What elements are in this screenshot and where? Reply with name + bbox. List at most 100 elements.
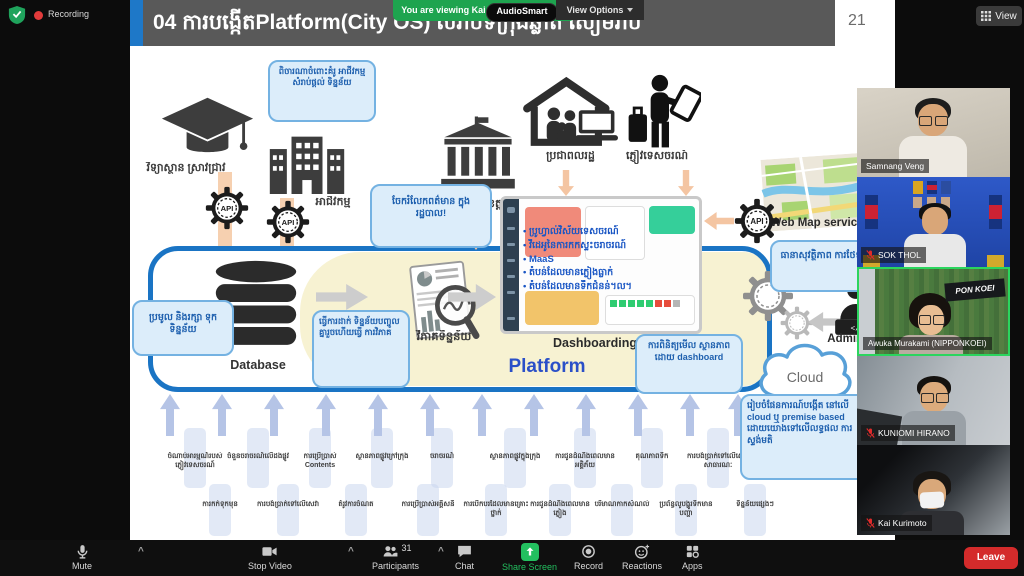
- participant-nametag: Kai Kurimoto: [861, 515, 932, 531]
- tourist-icon: [628, 74, 701, 148]
- phone-icon: [707, 428, 729, 488]
- svg-text:API: API: [221, 204, 234, 213]
- title-accent-stripe: [130, 0, 143, 46]
- chat-button[interactable]: Chat: [455, 543, 474, 571]
- mute-options-caret[interactable]: ^: [138, 546, 144, 557]
- view-options-button[interactable]: View Options: [556, 0, 644, 20]
- mic-muted-icon: [866, 250, 875, 260]
- glasses-icon: [919, 116, 932, 126]
- data-source-label: ការបើកបរដែលមានគ្រោះថ្នាក់: [463, 501, 529, 518]
- bubble-cloud-premise: រៀបចំផែនការណ៍បង្កើត នៅលើ cloud ឬ premise…: [740, 394, 870, 480]
- label-citizens: ប្រជាពលរដ្ឋ: [546, 150, 595, 162]
- recording-label: Recording: [48, 9, 90, 19]
- flag-icon: [927, 181, 937, 194]
- dashboard-bullet: តំបន់ដែលមានទឹកជំនន់។ល។: [523, 280, 697, 294]
- data-source-label: ការបង់ប្រាក់ទៅលើសេវា: [256, 501, 320, 508]
- data-source-label: ការបង់ប្រាក់ទៅលើសេវាសាធារណៈ: [686, 453, 750, 470]
- record-icon: [582, 545, 595, 558]
- up-arrow: [212, 394, 232, 436]
- up-arrow: [472, 394, 492, 436]
- mic-muted-icon: [866, 428, 875, 438]
- record-button[interactable]: Record: [574, 543, 603, 571]
- dashboard-status-squares: [605, 295, 695, 325]
- participants-sidebar: Samnang Veng SOK THOL PON KOEI: [857, 88, 1010, 535]
- bubble-collect-store: ប្រមូល និងរក្សា ទុកទិន្នន័យ: [132, 300, 234, 356]
- phone-icon: [675, 484, 697, 536]
- dashboard-bullet: តំបន់ដែលមានភ្លៀងធ្លាក់: [523, 266, 697, 280]
- participant-tile[interactable]: Samnang Veng: [857, 88, 1010, 177]
- security-shield-icon[interactable]: [8, 5, 26, 25]
- phone-icon: [574, 428, 596, 488]
- webmap-label: Web Map service: [770, 217, 864, 229]
- flag-icon: [865, 195, 878, 229]
- camera-icon: [262, 547, 278, 556]
- participant-tile[interactable]: Kai Kurimoto: [857, 445, 1010, 535]
- data-source-label: ស្ថានភាពផ្លូវក្នុងក្រុង: [489, 453, 541, 460]
- audiosmart-overlay: AudioSmart: [486, 3, 558, 22]
- dashboarding-label: Dashboarding: [552, 336, 638, 350]
- data-source-label: ប្រព័ន្ធលូបង្ហូរទឹកមានបញ្ហា: [659, 501, 713, 518]
- mute-button[interactable]: Mute: [72, 543, 92, 571]
- participant-tile[interactable]: PON KOEI Awuka Murakami (NIPPONKOEI): [857, 267, 1010, 356]
- bubble-consider-business-model: ពិចារណាចំពោះគំរូ អាជីវកម្មសំរាប់ផ្តល់ ទិ…: [268, 60, 376, 122]
- data-source-label: ចំនួនចរាចរណ៍លើដងផ្លូវ: [227, 453, 289, 460]
- phone-icon: [417, 484, 439, 536]
- flag-icon: [941, 181, 951, 194]
- up-arrow: [524, 394, 544, 436]
- data-source-label: ការប្រើប្រាស់ Contents: [303, 453, 337, 470]
- left-arrow: [704, 212, 734, 230]
- reactions-icon: [634, 544, 650, 559]
- share-screen-icon: [520, 543, 539, 561]
- participants-button[interactable]: 31 Participants: [372, 543, 420, 571]
- government-building-icon: [441, 116, 515, 189]
- recording-dot-icon: [34, 11, 43, 20]
- glasses-icon: [919, 315, 931, 325]
- cloud-icon: Cloud: [759, 343, 852, 398]
- apps-button[interactable]: Apps: [682, 543, 703, 571]
- phone-icon: [641, 428, 663, 488]
- participants-options-caret[interactable]: ^: [438, 546, 444, 557]
- participant-nametag: KUNIOMI HIRANO: [861, 425, 955, 441]
- face-mask: [919, 491, 945, 509]
- participant-tile[interactable]: KUNIOMI HIRANO: [857, 356, 1010, 445]
- participants-count: 31: [401, 543, 412, 553]
- platform-label: Platform: [508, 356, 586, 377]
- data-source-label: ចំណាប់អារម្មណ៍របស់ភ្ញៀវទេសចរណ៍: [167, 453, 223, 470]
- glasses-icon: [921, 393, 934, 403]
- shared-screen: 04 ការបង្កើតPlatform(City OS) សំរាប់ទីក្…: [130, 0, 895, 540]
- api-gear-icon: API: [734, 198, 780, 244]
- up-arrow: [160, 394, 180, 436]
- phone-icon: [309, 428, 331, 488]
- phone-icon: [247, 428, 269, 488]
- phone-icon: [485, 484, 507, 536]
- apps-icon: [686, 545, 699, 558]
- dashboard-bullet: ប្រូហ្វាល់វិស័យទេសចរណ៍: [523, 225, 697, 239]
- data-source-label: ចរាចរណ៍: [429, 453, 455, 460]
- video-options-caret[interactable]: ^: [348, 546, 354, 557]
- stop-video-button[interactable]: Stop Video: [248, 543, 292, 571]
- nippon-koei-sign: PON KOEI: [944, 278, 1006, 302]
- phone-icon: [504, 428, 526, 488]
- api-gear-icon: API: [205, 186, 249, 230]
- view-button[interactable]: View: [976, 6, 1022, 26]
- share-screen-button[interactable]: Share Screen: [502, 543, 557, 572]
- phone-icon: [371, 428, 393, 488]
- mic-muted-icon: [866, 518, 875, 528]
- phone-icon: [184, 428, 206, 488]
- microphone-icon: [77, 545, 87, 559]
- data-source-label: ការប្រើប្រាស់អគ្គិសនី: [401, 501, 455, 508]
- data-source-label: បរិមាណកាកសំណល់: [594, 501, 650, 508]
- leave-button[interactable]: Leave: [964, 547, 1018, 569]
- up-arrow: [680, 394, 700, 436]
- phone-icon: [277, 484, 299, 536]
- chevron-down-icon: [627, 8, 634, 12]
- phone-icon: [345, 484, 367, 536]
- reactions-button[interactable]: Reactions: [622, 543, 662, 571]
- down-arrow: [678, 170, 694, 196]
- data-source-label: ការជូនដំណឹងពេលមានអគ្គិភ័យ: [555, 453, 615, 470]
- participant-nametag: SOK THOL: [861, 247, 926, 263]
- data-source-label: ស្ថានភាពផ្លូវក្រៅក្រុង: [355, 453, 409, 460]
- svg-text:API: API: [750, 217, 763, 226]
- dashboard-sidebar: [503, 199, 519, 331]
- participant-tile[interactable]: SOK THOL: [857, 177, 1010, 267]
